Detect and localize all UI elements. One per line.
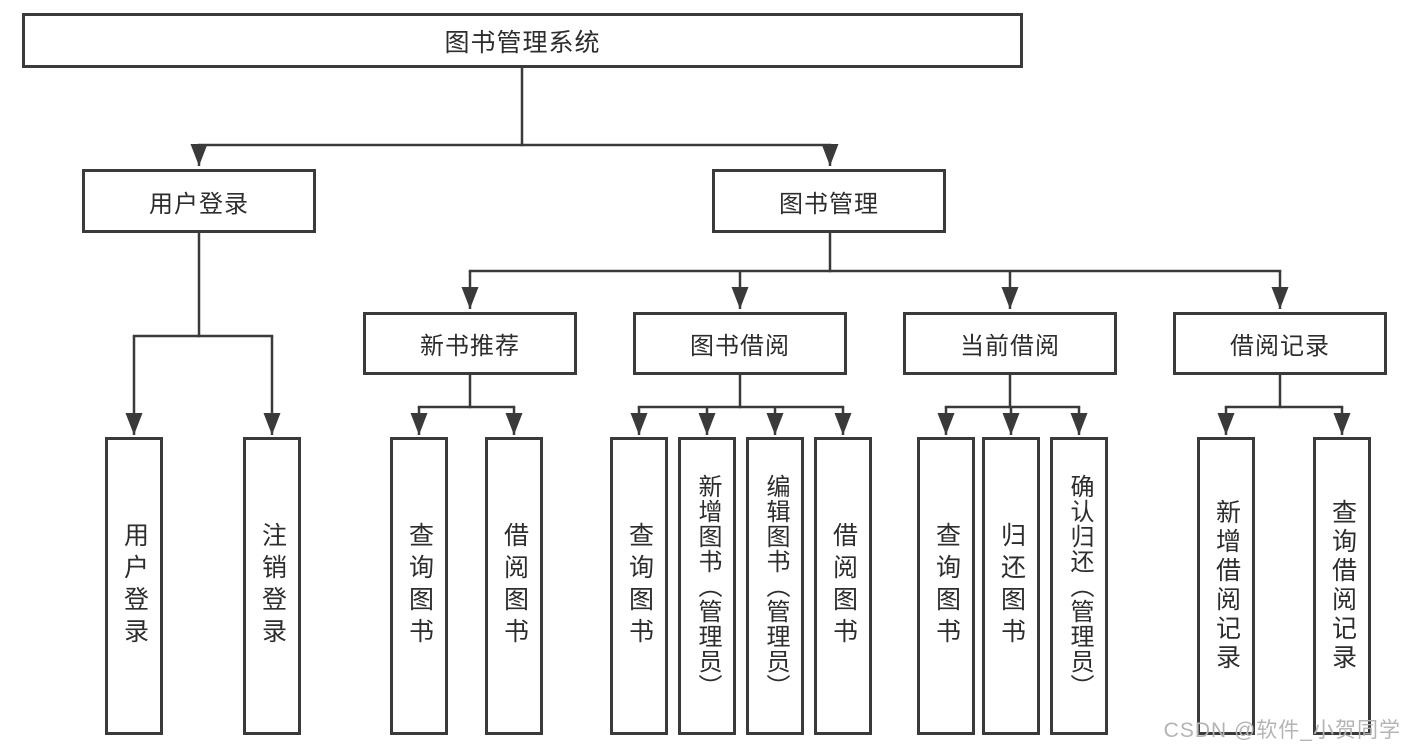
leaf-query-books-borrowing: 查询图书 — [610, 437, 668, 735]
leaf-query-books-current-label: 查询图书 — [932, 522, 961, 650]
node-system-root: 图书管理系统 — [22, 13, 1023, 68]
leaf-edit-book-admin: 编辑图书（管理员） — [746, 437, 804, 735]
leaf-query-borrow-record-label: 查询借阅记录 — [1328, 499, 1357, 673]
leaf-borrow-books-recommend: 借阅图书 — [485, 437, 543, 735]
node-book-borrowing: 图书借阅 — [633, 312, 847, 375]
leaf-query-books-recommend: 查询图书 — [390, 437, 448, 735]
leaf-add-borrow-record: 新增借阅记录 — [1197, 437, 1255, 735]
leaf-add-borrow-record-label: 新增借阅记录 — [1212, 499, 1241, 673]
csdn-watermark: CSDN @软件_小贺同学 — [1163, 719, 1401, 742]
leaf-add-book-admin: 新增图书（管理员） — [678, 437, 736, 735]
leaf-add-book-admin-label: 新增图书（管理员） — [694, 473, 721, 699]
leaf-user-login: 用户登录 — [105, 437, 163, 735]
node-borrowing-records-label: 借阅记录 — [1230, 333, 1330, 360]
leaf-edit-book-admin-label: 编辑图书（管理员） — [762, 473, 789, 699]
leaf-query-books-recommend-label: 查询图书 — [405, 522, 434, 650]
connector-current-borrow-children — [937, 373, 1088, 435]
node-current-borrowing-label: 当前借阅 — [960, 333, 1060, 360]
leaf-borrow-books-borrowing: 借阅图书 — [814, 437, 872, 735]
node-new-book-recommendation-label: 新书推荐 — [420, 333, 520, 360]
leaf-user-login-label: 用户登录 — [120, 522, 149, 650]
leaf-confirm-return-admin: 确认归还（管理员） — [1050, 437, 1108, 735]
leaf-borrow-books-borrowing-label: 借阅图书 — [829, 522, 858, 650]
node-system-root-label: 图书管理系统 — [444, 28, 601, 57]
node-book-borrowing-label: 图书借阅 — [690, 333, 790, 360]
leaf-query-books-borrowing-label: 查询图书 — [625, 522, 654, 650]
connector-root-to-level1 — [190, 66, 839, 166]
leaf-logout: 注销登录 — [243, 437, 301, 735]
connector-recommend-children — [410, 373, 523, 435]
node-new-book-recommendation: 新书推荐 — [363, 312, 577, 375]
connector-records-children — [1217, 373, 1351, 435]
leaf-return-books: 归还图书 — [982, 437, 1040, 735]
leaf-query-borrow-record: 查询借阅记录 — [1313, 437, 1371, 735]
connector-user-login-children — [125, 231, 281, 435]
node-current-borrowing: 当前借阅 — [903, 312, 1117, 375]
leaf-query-books-current: 查询图书 — [917, 437, 975, 735]
connector-borrowing-children — [630, 373, 852, 435]
connector-book-management-children — [461, 231, 1289, 309]
leaf-logout-label: 注销登录 — [258, 522, 287, 650]
leaf-confirm-return-admin-label: 确认归还（管理员） — [1066, 473, 1093, 699]
node-book-management: 图书管理 — [712, 169, 946, 233]
leaf-return-books-label: 归还图书 — [997, 522, 1026, 650]
node-book-management-label: 图书管理 — [779, 190, 879, 218]
node-user-login-label: 用户登录 — [149, 190, 249, 218]
node-borrowing-records: 借阅记录 — [1173, 312, 1387, 375]
node-user-login: 用户登录 — [82, 169, 316, 233]
leaf-borrow-books-recommend-label: 借阅图书 — [500, 522, 529, 650]
